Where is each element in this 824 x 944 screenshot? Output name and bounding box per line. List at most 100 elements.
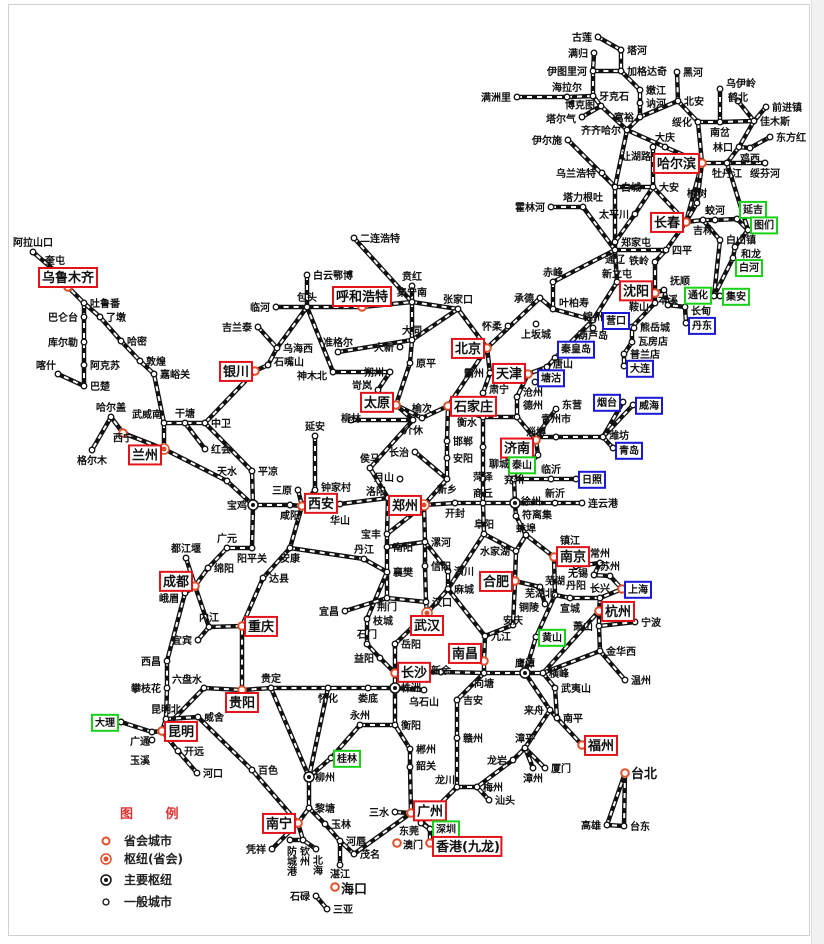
city-label-group[interactable]: 图们 xyxy=(750,216,778,235)
city-label-group[interactable]: 大连 xyxy=(626,359,654,378)
city-label-group[interactable]: 威海 xyxy=(635,396,663,415)
city-label-group[interactable]: 宝鸡 xyxy=(227,499,247,512)
city-label-group[interactable]: 乌海西 xyxy=(283,342,313,355)
city-label-group[interactable]: 红会 xyxy=(211,443,231,456)
city-label-group[interactable]: 苏州 xyxy=(600,560,620,573)
city-label-group[interactable]: 台北 xyxy=(631,766,657,782)
city-label-group[interactable]: 北海 xyxy=(311,854,323,876)
city-label-group[interactable]: 肃宁 xyxy=(489,383,509,396)
city-label-group[interactable]: 太平川 xyxy=(598,208,629,221)
city-label-group[interactable]: 邯郸 xyxy=(453,435,473,448)
city-label-group[interactable]: 安庆 xyxy=(503,614,523,627)
city-label-group[interactable]: 黑河 xyxy=(683,67,703,79)
city-label-group[interactable]: 塔尔气 xyxy=(546,112,576,125)
city-label-group[interactable]: 吉兰泰 xyxy=(222,321,253,334)
city-label-group[interactable]: 原平 xyxy=(416,358,436,370)
city-label-group[interactable]: 南京 xyxy=(556,546,590,568)
city-label-group[interactable]: 哈密 xyxy=(127,335,147,348)
city-label-group[interactable]: 石嘴山 xyxy=(273,355,304,368)
city-label-group[interactable]: 向塘 xyxy=(474,677,494,690)
city-label-group[interactable]: 南平 xyxy=(563,712,583,725)
city-label-group[interactable]: 北安 xyxy=(684,95,704,108)
city-label-group[interactable]: 锦州 xyxy=(583,310,603,323)
city-label-group[interactable]: 潍坊 xyxy=(609,429,629,442)
city-label-group[interactable]: 沈阳 xyxy=(619,280,653,302)
city-label-group[interactable]: 常州 xyxy=(590,547,610,560)
city-label-group[interactable]: 抚顺 xyxy=(670,275,690,288)
city-label-group[interactable]: 武汉 xyxy=(410,615,444,636)
city-label-group[interactable]: 榆次 xyxy=(412,402,432,415)
city-label-group[interactable]: 横峰 xyxy=(549,667,570,680)
city-label-group[interactable]: 嫩江 xyxy=(646,84,666,97)
city-label-group[interactable]: 东莞 xyxy=(399,824,419,837)
city-label-group[interactable]: 乌鲁木齐 xyxy=(38,267,98,288)
city-label-group[interactable]: 咸阳 xyxy=(280,509,300,522)
city-label-group[interactable]: 襄樊 xyxy=(392,566,414,579)
city-label-group[interactable]: 长沙 xyxy=(397,661,431,683)
city-label-group[interactable]: 潢川 xyxy=(454,565,474,578)
city-label-group[interactable]: 神木北 xyxy=(297,369,327,382)
city-label-group[interactable]: 梅州 xyxy=(483,781,503,794)
city-label-group[interactable]: 长春 xyxy=(650,211,684,233)
city-label-group[interactable]: 大理 xyxy=(91,713,119,732)
city-label-group[interactable]: 兰州 xyxy=(128,444,162,466)
city-label-group[interactable]: 吉安 xyxy=(463,694,483,707)
city-label-group[interactable]: 龙岩 xyxy=(486,754,507,767)
city-label-group[interactable]: 东方红 xyxy=(776,131,806,144)
city-label-group[interactable]: 佳木斯 xyxy=(760,115,790,128)
city-label-group[interactable]: 衡水 xyxy=(457,416,478,429)
city-label-group[interactable]: 南宁 xyxy=(262,812,296,834)
city-label-group[interactable]: 新沂 xyxy=(545,487,565,500)
city-label-group[interactable]: 石门 xyxy=(356,628,377,641)
city-label-group[interactable]: 绥芬河 xyxy=(750,167,780,180)
city-label-group[interactable]: 了墩 xyxy=(106,311,127,324)
city-label-group[interactable]: 大安 xyxy=(659,181,679,194)
city-label-group[interactable]: 白云鄂博 xyxy=(313,269,353,282)
city-label-group[interactable]: 丹东 xyxy=(688,316,716,335)
city-label-group[interactable]: 绵阳 xyxy=(214,562,234,575)
city-label-group[interactable]: 重庆 xyxy=(244,615,278,637)
city-label-group[interactable]: 华山 xyxy=(330,514,350,527)
city-label-group[interactable]: 宝丰 xyxy=(361,528,381,541)
city-label-group[interactable]: 榆树 xyxy=(687,187,707,200)
city-label-group[interactable]: 伊图里河 xyxy=(546,65,587,78)
city-label-group[interactable]: 上坂城 xyxy=(521,328,551,341)
city-label-group[interactable]: 蛟河 xyxy=(705,204,725,217)
city-label-group[interactable]: 白城 xyxy=(621,181,641,194)
city-label-group[interactable]: 丹江 xyxy=(354,543,374,556)
city-label-group[interactable]: 丹阳 xyxy=(566,580,586,592)
city-label-group[interactable]: 玉林 xyxy=(331,818,352,831)
city-label-group[interactable]: 林口 xyxy=(713,141,733,154)
city-label-group[interactable]: 青岛 xyxy=(615,441,643,460)
city-label-group[interactable]: 防城港 xyxy=(285,845,297,877)
city-label-group[interactable]: 香港(九龙) xyxy=(432,835,503,857)
city-label-group[interactable]: 敦煌 xyxy=(146,355,166,368)
city-label-group[interactable]: 荆门 xyxy=(377,600,397,613)
city-label-group[interactable]: 通辽 xyxy=(605,254,626,266)
city-label-group[interactable]: 昆明 xyxy=(164,720,198,742)
city-label-group[interactable]: 杭州 xyxy=(601,600,635,622)
city-label-group[interactable]: 乌石山 xyxy=(409,695,439,708)
city-label-group[interactable]: 霍林河 xyxy=(515,201,545,214)
city-label-group[interactable]: 徐州 xyxy=(520,495,541,508)
city-label-group[interactable]: 天津 xyxy=(492,362,526,384)
city-label-group[interactable]: 喀什 xyxy=(36,359,56,372)
city-label-group[interactable]: 汕头 xyxy=(495,794,515,807)
city-label-group[interactable]: 三水 xyxy=(369,806,390,819)
city-label-group[interactable]: 九江 xyxy=(490,630,511,643)
city-label-group[interactable]: 河唇 xyxy=(346,836,367,848)
city-label-group[interactable]: 萧山 xyxy=(573,620,593,633)
city-label-group[interactable]: 台东 xyxy=(630,820,650,833)
city-label-group[interactable]: 德州 xyxy=(522,399,543,412)
city-label-group[interactable]: 烟台 xyxy=(593,393,621,412)
city-label-group[interactable]: 汉口 xyxy=(432,596,452,609)
city-label-group[interactable]: 瓦房店 xyxy=(638,335,668,348)
city-label-group[interactable]: 漳州 xyxy=(523,772,543,785)
city-label-group[interactable]: 来舟 xyxy=(523,704,544,717)
city-label-group[interactable]: 月山 xyxy=(373,471,394,484)
city-label-group[interactable]: 加格达奇 xyxy=(626,65,667,78)
city-label-group[interactable]: 柳州 xyxy=(315,771,335,784)
city-label-group[interactable]: 延吉 xyxy=(739,200,767,219)
city-label-group[interactable]: 延安 xyxy=(304,420,325,433)
city-label-group[interactable]: 银川 xyxy=(219,360,253,382)
